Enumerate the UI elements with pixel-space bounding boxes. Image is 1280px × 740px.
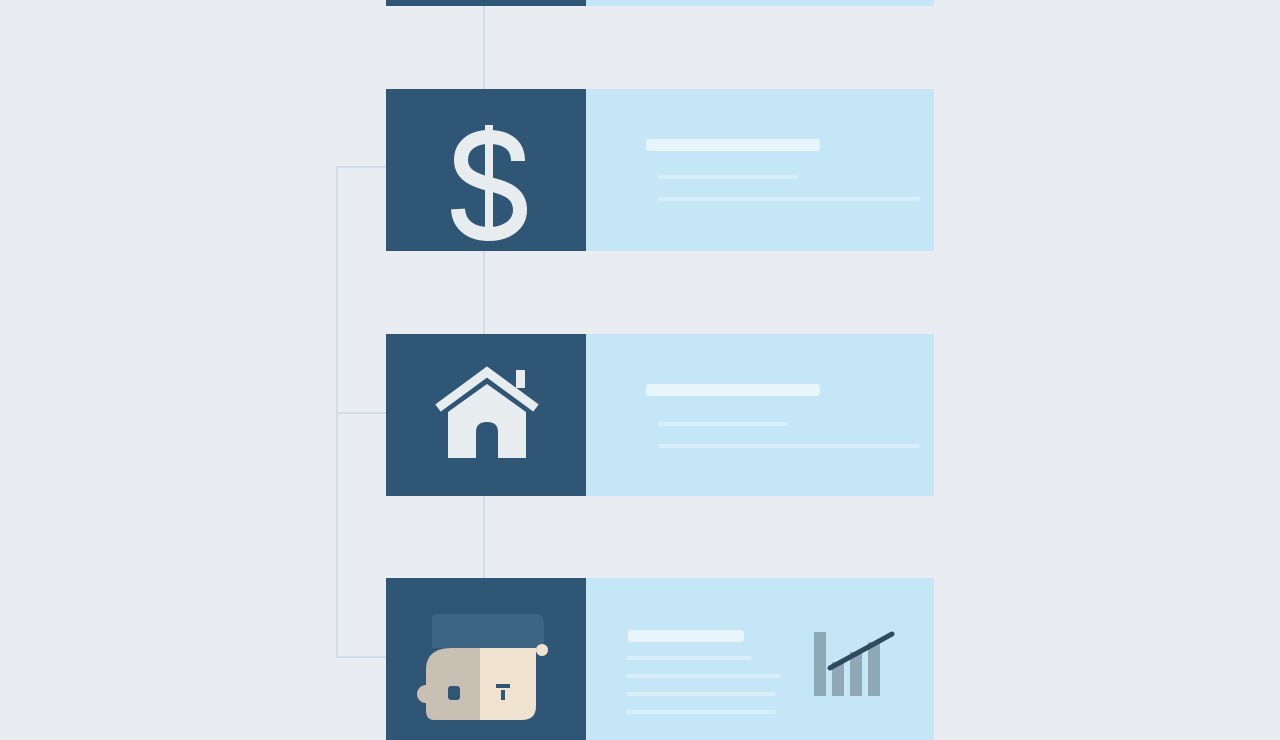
- icon-tile-finance: [386, 89, 586, 251]
- icon-tile-profile: [386, 578, 586, 740]
- bracket-tick-bottom: [336, 656, 386, 658]
- heading-placeholder: [646, 139, 820, 151]
- text-line-placeholder: [658, 422, 788, 426]
- vertical-connector-line: [483, 494, 485, 578]
- house-icon: [435, 366, 539, 458]
- bracket-tick-middle: [336, 412, 386, 414]
- heading-placeholder: [628, 630, 744, 642]
- icon-tile: [386, 0, 586, 6]
- infographic-row-profile: [386, 578, 934, 740]
- infographic-row-finance: [386, 89, 934, 251]
- infographic-row-housing: [386, 334, 934, 496]
- text-line-placeholder: [626, 656, 752, 660]
- vertical-connector-line: [483, 250, 485, 334]
- text-line-placeholder: [626, 674, 780, 678]
- content-panel-profile: [586, 578, 934, 740]
- content-panel: [586, 0, 934, 6]
- text-line-placeholder: [626, 710, 776, 714]
- text-line-placeholder: [626, 692, 776, 696]
- icon-tile-housing: [386, 334, 586, 496]
- bar-chart-icon: [814, 631, 895, 696]
- text-line-placeholder: [658, 175, 798, 179]
- text-line-placeholder: [658, 444, 920, 448]
- bracket-tick-top: [336, 166, 386, 168]
- content-panel-housing: [586, 334, 934, 496]
- content-panel-finance: [586, 89, 934, 251]
- person-avatar-icon: [417, 614, 548, 720]
- infographic-row-top: [386, 0, 934, 6]
- vertical-connector-line: [483, 6, 485, 90]
- dollar-icon: [451, 125, 528, 242]
- heading-placeholder: [646, 384, 820, 396]
- text-line-placeholder: [658, 197, 920, 201]
